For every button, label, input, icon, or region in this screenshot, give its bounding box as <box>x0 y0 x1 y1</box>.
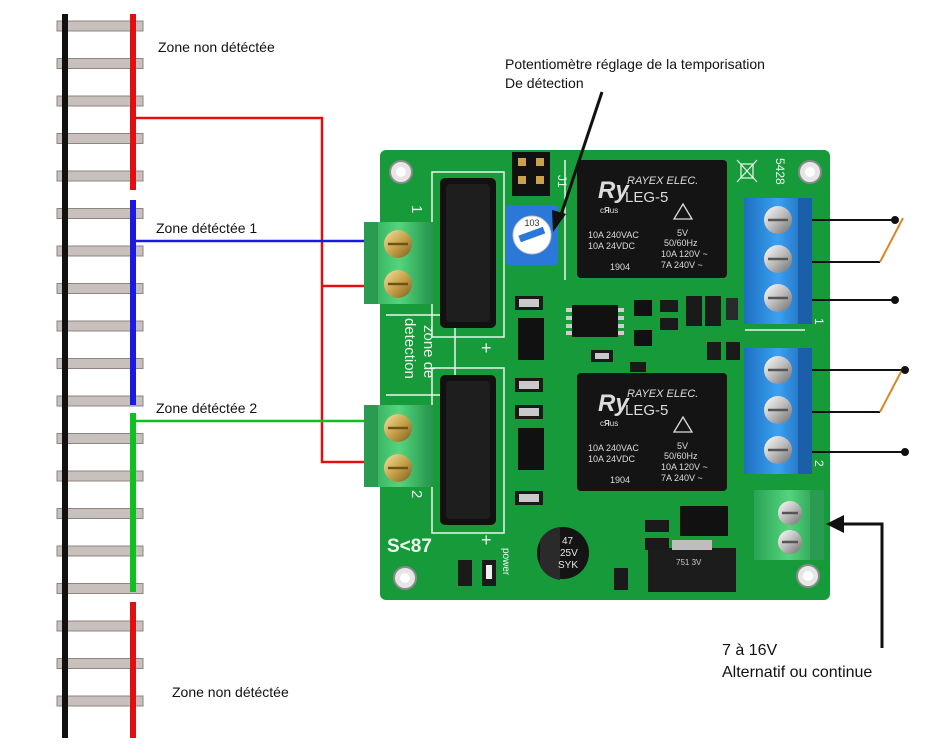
label-zone-2: Zone détéctée 2 <box>156 400 258 416</box>
num-label-1: 1 <box>408 205 425 213</box>
regulator-text: 751 3V <box>676 558 702 567</box>
label-zone-1: Zone détéctée 1 <box>156 220 258 236</box>
terminal-zone-2[interactable] <box>364 405 434 487</box>
power-arrow <box>826 515 884 648</box>
rail-tie <box>56 658 144 669</box>
jumper-label: J1 <box>555 175 569 188</box>
rail-tie <box>56 433 144 444</box>
cap-line3: SYK <box>558 560 578 571</box>
relay-1-lot: 1904 <box>610 262 630 272</box>
relay-2-spec-left-1: 10A 240VAC <box>588 443 639 453</box>
relay-2-brand: RAYEX ELEC. <box>627 388 698 400</box>
rail-tie <box>56 508 144 519</box>
potentiometer[interactable]: 103 <box>506 205 558 265</box>
rail-tie <box>56 545 144 557</box>
rail-tie <box>56 170 144 182</box>
svg-text:cЯus: cЯus <box>600 419 618 428</box>
label-undetected-top: Zone non détéctée <box>158 39 275 55</box>
relay-1-spec-left-1: 10A 240VAC <box>588 230 639 240</box>
relay-2-spec-right-3: 10A 120V ~ <box>661 462 708 472</box>
capacitor: 47 25V SYK <box>537 527 589 580</box>
relay-2-switch <box>879 367 904 413</box>
relay-1-spec-right-2: 50/60Hz <box>664 238 698 248</box>
relay-1-switch <box>879 217 904 263</box>
detector-coil-1 <box>440 178 496 328</box>
jumper-j1: J1 <box>512 152 569 196</box>
power-label: power <box>500 548 511 576</box>
svg-text:cЯus: cЯus <box>600 206 618 215</box>
rail-tie <box>56 208 144 219</box>
rail-tie <box>56 20 144 32</box>
svg-text:Ry: Ry <box>598 177 630 204</box>
label-pot-line2: De détection <box>505 75 584 91</box>
zone-label-line1: zone de <box>420 325 437 378</box>
rail-tie <box>56 395 144 407</box>
relay-2-spec-left-2: 10A 24VDC <box>588 454 636 464</box>
label-power-line1: 7 à 16V <box>722 642 778 659</box>
terminal-zone-1[interactable] <box>364 222 434 304</box>
wire-red-common <box>135 116 386 464</box>
rail-tie <box>56 95 144 107</box>
rail-tie <box>56 133 144 144</box>
weee-icon <box>736 159 758 183</box>
rail-tie <box>56 620 144 632</box>
board-code: 5428 <box>773 158 787 185</box>
rail-tie <box>56 695 144 707</box>
pot-code: 103 <box>524 218 539 228</box>
detector-coil-2 <box>440 375 496 525</box>
smd-components: 751 3V <box>458 296 740 592</box>
pcb-board: J1 103 Ry RAYEX ELEC. LEG-5 cЯus 10A 240… <box>364 150 830 600</box>
relay-2-spec-right-4: 7A 240V ~ <box>661 473 703 483</box>
model-label: S<87 <box>387 536 432 557</box>
relay-1-spec-right-3: 10A 120V ~ <box>661 249 708 259</box>
relay-1-brand: RAYEX ELEC. <box>627 175 698 187</box>
mounting-holes <box>389 160 822 590</box>
relay-num-2: 2 <box>812 460 826 467</box>
rail-tie <box>56 320 144 332</box>
rail-tie <box>56 470 144 482</box>
label-undetected-bottom: Zone non détéctée <box>172 684 289 700</box>
wiring <box>135 116 386 464</box>
rail-tie <box>56 358 144 369</box>
cap-line1: 47 <box>562 536 574 547</box>
plus-label-1: + <box>481 338 492 358</box>
cap-line2: 25V <box>560 548 578 559</box>
relay-1-spec-left-2: 10A 24VDC <box>588 241 636 251</box>
relay-2-lot: 1904 <box>610 475 630 485</box>
rail-tie <box>56 245 144 257</box>
label-pot-line1: Potentiomètre réglage de la temporisatio… <box>505 56 765 72</box>
zone-label-line2: detection <box>401 318 418 379</box>
pot-arrow <box>552 91 604 232</box>
plus-label-2: + <box>481 530 492 550</box>
terminal-relay-2[interactable] <box>744 348 812 474</box>
relay-num-1: 1 <box>812 318 826 325</box>
relay-2-spec-right-2: 50/60Hz <box>664 451 698 461</box>
terminal-power[interactable] <box>754 490 824 560</box>
relay-1-spec-right-1: 5V <box>677 228 688 238</box>
relay-2-model: LEG-5 <box>625 402 668 419</box>
relay-1: Ry RAYEX ELEC. LEG-5 cЯus 10A 240VAC 10A… <box>577 160 727 278</box>
relay-outputs <box>812 216 909 456</box>
rail-tie <box>56 58 144 69</box>
num-label-2: 2 <box>408 490 425 498</box>
terminal-relay-1[interactable] <box>744 198 812 324</box>
relay-2: Ry RAYEX ELEC. LEG-5 cЯus 10A 240VAC 10A… <box>577 373 727 491</box>
rail-track <box>56 14 144 738</box>
rail-tie <box>56 583 144 594</box>
svg-text:Ry: Ry <box>598 390 630 417</box>
label-power-line2: Alternatif ou continue <box>722 664 873 681</box>
relay-1-model: LEG-5 <box>625 189 668 206</box>
rail-ties <box>56 20 144 707</box>
rail-tie <box>56 283 144 294</box>
relay-1-spec-right-4: 7A 240V ~ <box>661 260 703 270</box>
relay-2-spec-right-1: 5V <box>677 441 688 451</box>
